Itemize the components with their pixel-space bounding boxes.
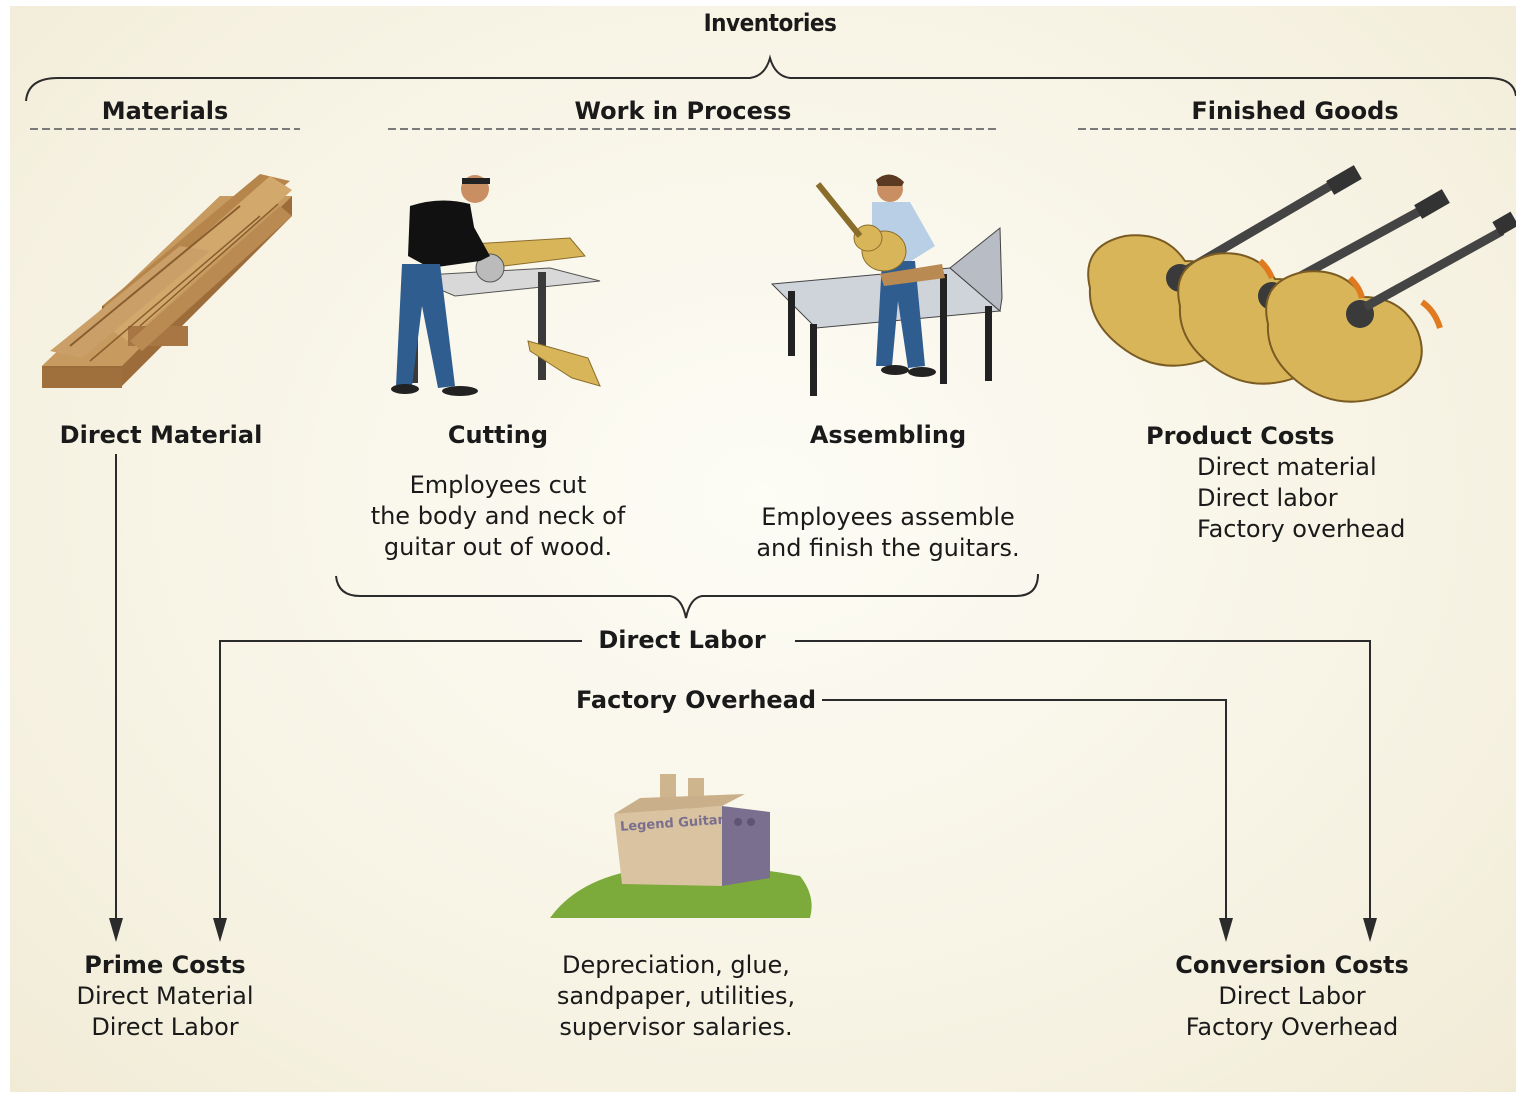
factory-overhead-line: [822, 699, 1227, 926]
prime-costs-item: Direct Labor: [91, 1013, 239, 1041]
arrowhead-conversion-overhead: [1219, 918, 1233, 942]
conversion-costs-item: Factory Overhead: [1185, 1013, 1399, 1041]
cutting-desc-line: the body and neck of: [370, 502, 626, 530]
conversion-costs-heading: Conversion Costs: [1175, 951, 1409, 979]
overhead-desc-line: Depreciation, glue,: [562, 951, 790, 979]
factory-overhead-label: Factory Overhead: [575, 686, 817, 714]
product-costs-item: Direct material: [1197, 453, 1377, 481]
product-costs: Product Costs Direct material Direct lab…: [1146, 421, 1405, 545]
prime-costs-item: Direct Material: [76, 982, 254, 1010]
diagram-art: [25, 54, 1516, 942]
assembling-desc-line: and finish the guitars.: [756, 534, 1020, 562]
assembling-worker-icon: [770, 174, 1003, 396]
inventories-title: Inventories: [703, 9, 837, 37]
finished-goods-heading: Finished Goods: [1191, 97, 1399, 125]
assembling-description: Employees assemble and finish the guitar…: [756, 502, 1019, 564]
overhead-desc-line: sandpaper, utilities,: [556, 982, 796, 1010]
prime-costs-heading: Prime Costs: [84, 951, 246, 979]
materials-heading: Materials: [101, 97, 229, 125]
labor-brace: [335, 573, 1039, 619]
product-costs-item: Factory overhead: [1197, 515, 1406, 543]
assembling-desc-line: Employees assemble: [761, 503, 1015, 531]
direct-labor-label: Direct Labor: [598, 626, 766, 654]
conversion-costs-item: Direct Labor: [1218, 982, 1366, 1010]
cutting-desc-line: Employees cut: [409, 471, 587, 499]
direct-labor-right-line: [795, 640, 1371, 926]
arrowhead-prime-labor: [213, 918, 227, 942]
direct-material-label: Direct Material: [59, 421, 263, 449]
cutting-label: Cutting: [447, 421, 549, 449]
prime-costs: Prime Costs Direct Material Direct Labor: [77, 950, 254, 1043]
wood-planks-icon: [42, 174, 292, 388]
finished-guitars-icon: [1087, 165, 1516, 403]
product-costs-item: Direct labor: [1197, 484, 1338, 512]
overhead-desc-line: supervisor salaries.: [559, 1013, 793, 1041]
arrowhead-prime-material: [109, 918, 123, 942]
cutting-worker-icon: [391, 175, 601, 396]
factory-icon: [550, 774, 812, 918]
inventories-brace: [25, 54, 1516, 102]
cutting-desc-line: guitar out of wood.: [383, 533, 613, 561]
assembling-label: Assembling: [809, 421, 967, 449]
conversion-costs: Conversion Costs Direct Labor Factory Ov…: [1175, 950, 1409, 1043]
diagram-canvas: Inventories Materials Work in Process Fi…: [10, 6, 1516, 1092]
arrowhead-conversion-labor: [1363, 918, 1377, 942]
overhead-description: Depreciation, glue, sandpaper, utilities…: [557, 950, 795, 1043]
direct-labor-left-line: [219, 640, 582, 926]
cutting-description: Employees cut the body and neck of guita…: [371, 470, 626, 563]
work-in-process-heading: Work in Process: [574, 97, 792, 125]
product-costs-heading: Product Costs: [1146, 422, 1335, 450]
